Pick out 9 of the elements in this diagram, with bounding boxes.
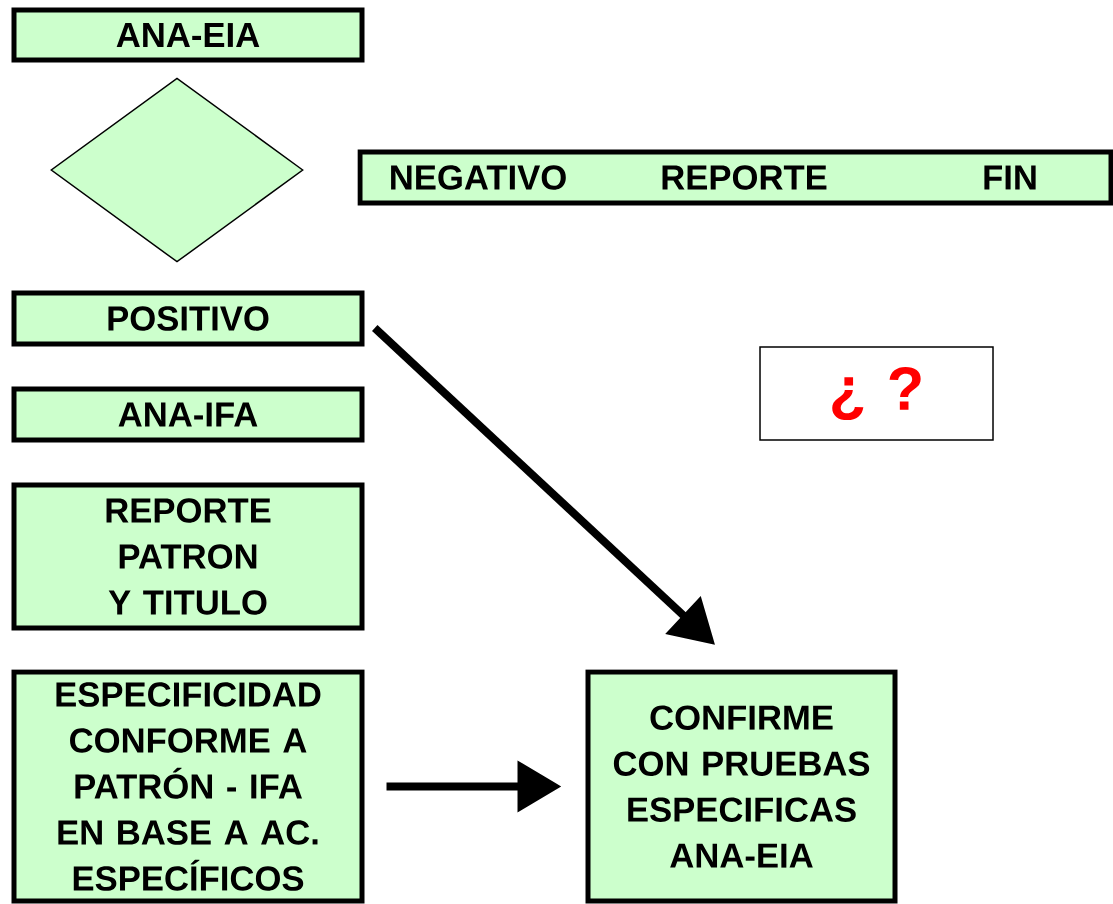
- process-box: REPORTE PATRON Y TITULO: [11, 482, 365, 631]
- decision-diamond: [50, 77, 304, 263]
- process-box: ANA-IFA: [11, 386, 365, 443]
- process-box: CONFIRME CON PRUEBAS ESPECIFICAS ANA-EIA: [585, 669, 898, 904]
- process-box: ESPECIFICIDAD CONFORME A PATRÓN - IFA EN BASE A AC. ESPECÍFICOS: [11, 669, 365, 904]
- process-box: POSITIVO: [11, 290, 365, 347]
- result-bar: NEGATIVO REPORTE FIN: [357, 149, 1113, 206]
- process-box: ¿ ?: [759, 346, 994, 441]
- process-box: ANA-EIA: [11, 7, 365, 63]
